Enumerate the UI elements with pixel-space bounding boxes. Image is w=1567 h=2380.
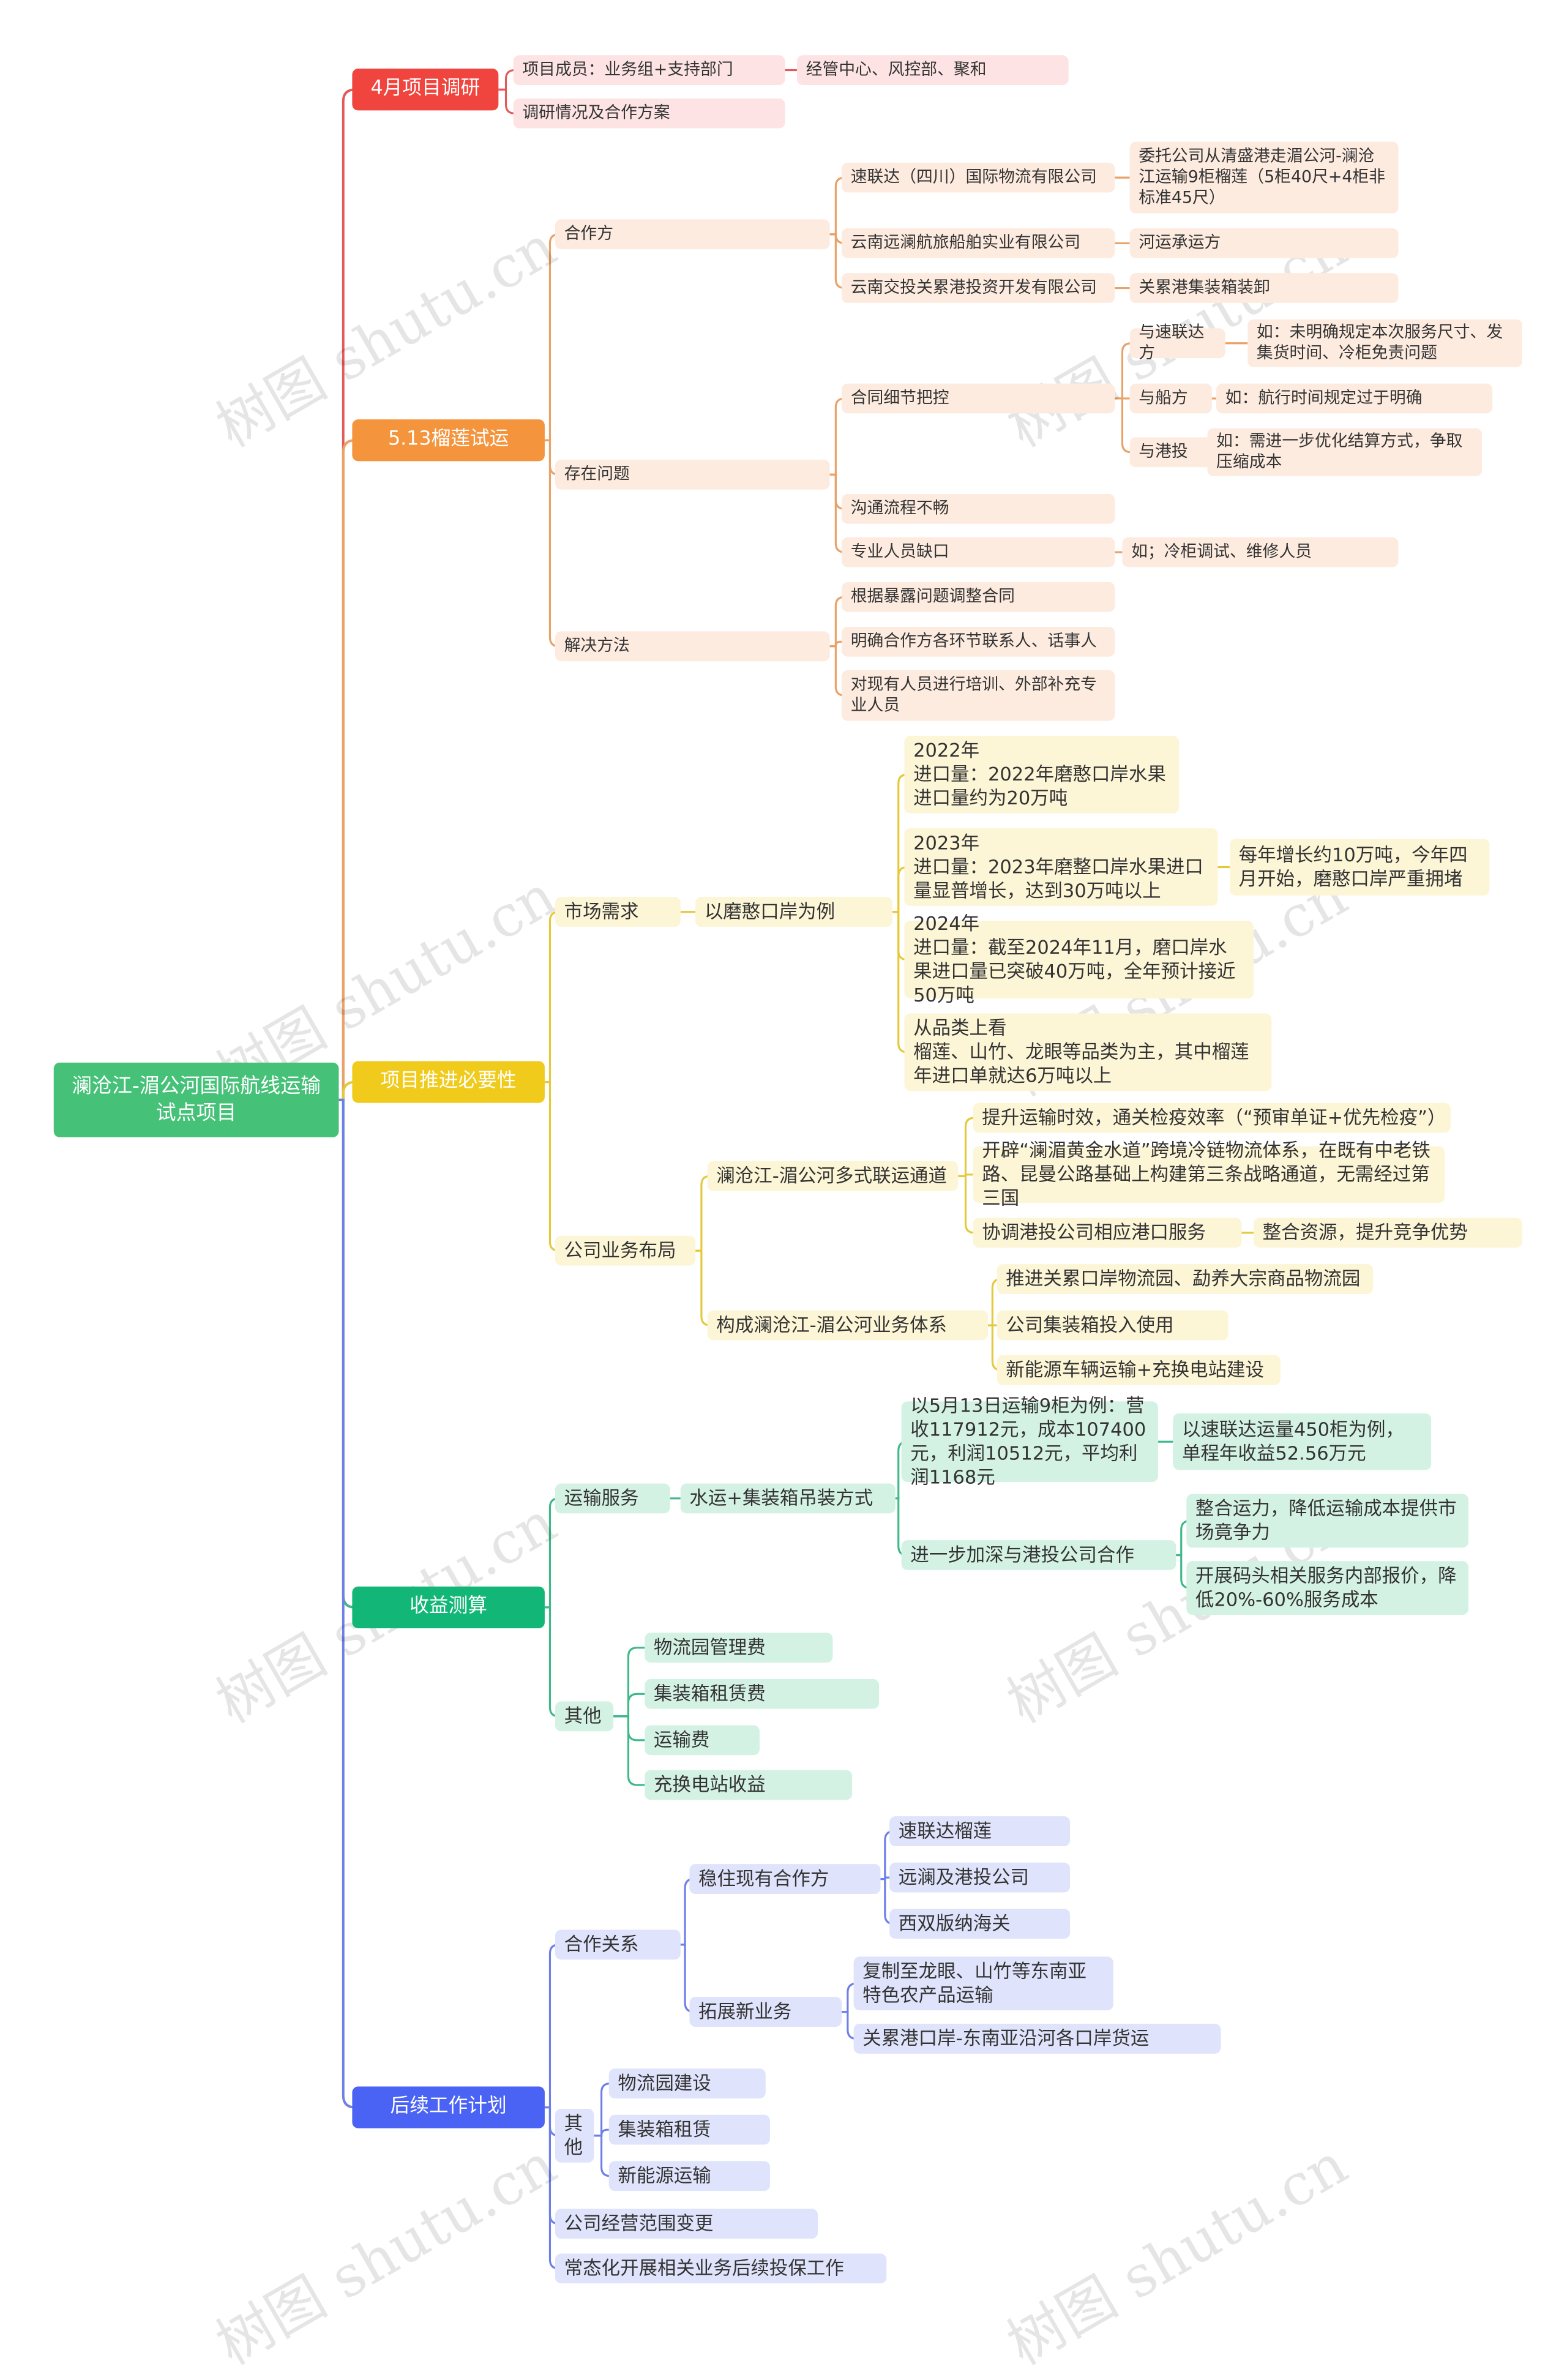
node-b3[interactable]: 解决方法 <box>555 631 830 662</box>
node-b2c1[interactable]: 如；冷柜调试、维修人员 <box>1122 537 1399 567</box>
connector-line <box>338 88 356 1101</box>
connector-line <box>613 1647 645 1718</box>
section-3-topic[interactable]: 项目推进必要性 <box>352 1061 545 1103</box>
node-c2b1[interactable]: 推进关累口岸物流园、勐养大宗商品物流园 <box>997 1264 1374 1294</box>
section-4-topic[interactable]: 收益测算 <box>352 1586 545 1628</box>
connector-line <box>544 911 559 1083</box>
node-e2b[interactable]: 集装箱租赁 <box>608 2114 771 2145</box>
connector-line <box>544 1606 559 1718</box>
node-d2[interactable]: 其他 <box>555 1701 614 1732</box>
node-c1[interactable]: 市场需求 <box>555 897 681 927</box>
connector-line <box>1115 342 1132 400</box>
node-b1[interactable]: 合作方 <box>555 219 830 250</box>
node-b2a2[interactable]: 与船方 <box>1129 383 1212 414</box>
node-d1[interactable]: 运输服务 <box>555 1483 670 1514</box>
node-b3c[interactable]: 对现有人员进行培训、外部补充专业人员 <box>842 670 1115 721</box>
node-a1a[interactable]: 经管中心、风控部、聚和 <box>796 55 1069 85</box>
connector-line <box>594 2135 611 2177</box>
node-d2d[interactable]: 充换电站收益 <box>645 1770 853 1800</box>
node-d2c[interactable]: 运输费 <box>645 1725 760 1756</box>
node-d1a1x[interactable]: 以速联达运量450柜为例，单程年收益52.56万元 <box>1173 1413 1432 1470</box>
connector-line <box>613 1715 645 1786</box>
node-b3a[interactable]: 根据暴露问题调整合同 <box>842 582 1115 612</box>
node-e1b2[interactable]: 关累港口岸-东南亚沿河各口岸货运 <box>853 2024 1221 2054</box>
node-c2b[interactable]: 构成澜沧江-湄公河业务体系 <box>707 1310 989 1341</box>
node-e1a3[interactable]: 西双版纳海关 <box>889 1909 1071 1939</box>
connector-line <box>498 88 515 114</box>
node-c2a2[interactable]: 开辟“澜湄黄金水道”跨境冷链物流体系，在既有中老铁路、昆曼公路基础上构建第三条战… <box>973 1139 1445 1209</box>
node-e1[interactable]: 合作关系 <box>555 1929 681 1960</box>
node-e1a[interactable]: 稳住现有合作方 <box>689 1864 881 1894</box>
node-c2a[interactable]: 澜沧江-湄公河多式联运通道 <box>707 1161 959 1191</box>
node-c1a4[interactable]: 从品类上看 榴莲、山竹、龙眼等品类为主，其中榴莲年进口单就达6万吨以上 <box>904 1013 1272 1091</box>
node-b1b[interactable]: 云南远澜航旅船舶实业有限公司 <box>842 228 1115 258</box>
connector-line <box>544 1081 559 1252</box>
node-d1a2a[interactable]: 整合运力，降低运输成本提供市场竟争力 <box>1186 1494 1469 1548</box>
node-c1a2x[interactable]: 每年增长约10万吨，今年四月开始，磨憨口岸严重拥堵 <box>1229 839 1490 896</box>
node-e1b1[interactable]: 复制至龙眼、山竹等东南亚特色农产品运输 <box>853 1956 1113 2011</box>
node-e1a1[interactable]: 速联达榴莲 <box>889 1816 1071 1846</box>
connector-line <box>544 233 559 441</box>
node-c1a1[interactable]: 2022年 进口量：2022年磨憨口岸水果进口量约为20万吨 <box>904 735 1180 814</box>
node-e4[interactable]: 常态化开展相关业务后续投保工作 <box>555 2253 887 2284</box>
node-d1a[interactable]: 水运+集装箱吊装方式 <box>680 1483 896 1514</box>
node-a2[interactable]: 调研情况及合作方案 <box>513 98 785 129</box>
node-b1c1[interactable]: 关累港集装箱装卸 <box>1129 273 1399 303</box>
connector-line <box>338 1098 356 1609</box>
node-a1[interactable]: 项目成员：业务组+支持部门 <box>513 55 785 85</box>
node-e1b[interactable]: 拓展新业务 <box>689 1997 842 2027</box>
node-d2b[interactable]: 集装箱租赁费 <box>645 1678 880 1709</box>
node-b2a2x[interactable]: 如：航行时间规定过于明确 <box>1216 383 1493 414</box>
root-topic[interactable]: 澜沧江-湄公河国际航线运输试点项目 <box>53 1062 339 1137</box>
node-b2a3[interactable]: 与港投 <box>1129 437 1212 468</box>
node-c2[interactable]: 公司业务布局 <box>555 1235 696 1266</box>
connector-line <box>498 69 515 91</box>
node-e3[interactable]: 公司经营范围变更 <box>555 2209 818 2239</box>
node-b2c[interactable]: 专业人员缺口 <box>842 537 1115 567</box>
node-b2a1[interactable]: 与速联达方 <box>1129 323 1225 362</box>
node-b2a1x[interactable]: 如：未明确规定本次服务尺寸、发集货时间、冷柜免责问题 <box>1247 319 1522 367</box>
section-1-topic[interactable]: 4月项目调研 <box>352 69 499 111</box>
connector-line <box>613 1693 645 1718</box>
node-d1a2b[interactable]: 开展码头相关服务内部报价，降低20%-60%服务成本 <box>1186 1561 1469 1615</box>
connector-line <box>1115 397 1132 454</box>
connector-line <box>338 439 356 1101</box>
connector-line <box>544 1497 559 1609</box>
connector-line <box>958 1175 975 1234</box>
node-b2b[interactable]: 沟通流程不畅 <box>842 494 1115 524</box>
node-c1a2[interactable]: 2023年 进口量：2023年磨整口岸水果进口量显普增长，达到30万吨以上 <box>904 828 1218 906</box>
node-d2a[interactable]: 物流园管理费 <box>645 1633 833 1663</box>
node-c2b2[interactable]: 公司集装箱投入使用 <box>997 1310 1229 1341</box>
section-2-topic[interactable]: 5.13榴莲试运 <box>352 419 545 462</box>
connector-line <box>958 1117 975 1177</box>
node-e2c[interactable]: 新能源运输 <box>608 2161 771 2191</box>
node-b1c[interactable]: 云南交投关累港投资开发有限公司 <box>842 273 1115 303</box>
node-c2a1[interactable]: 提升运输时效，通关检疫效率（“预审单证+优先检疫”） <box>973 1102 1451 1133</box>
node-b2a[interactable]: 合同细节把控 <box>842 383 1115 414</box>
node-d1a2[interactable]: 进一步加深与港投公司合作 <box>901 1540 1176 1570</box>
node-d1a1[interactable]: 以5月13日运输9柜为例：营收117912元，成本107400元，利润10512… <box>901 1394 1158 1488</box>
node-c2a3[interactable]: 协调港投公司相应港口服务 <box>973 1218 1242 1248</box>
node-b1b1[interactable]: 河运承运方 <box>1129 228 1399 258</box>
node-b1a1[interactable]: 委托公司从清盛港走湄公河-澜沧江运输9柜榴莲（5柜40尺+4柜非标准45尺） <box>1129 141 1399 214</box>
connector-line <box>594 2082 611 2137</box>
node-c2a3x[interactable]: 整合资源，提升竞争优势 <box>1254 1218 1522 1248</box>
section-5-topic[interactable]: 后续工作计划 <box>352 2086 545 2128</box>
node-b2a3x[interactable]: 如：需进一步优化结算方式，争取压缩成本 <box>1207 428 1483 476</box>
node-b2[interactable]: 存在问题 <box>555 459 830 490</box>
node-c1a[interactable]: 以磨憨口岸为例 <box>695 897 892 927</box>
node-b3b[interactable]: 明确合作方各环节联系人、话事人 <box>842 627 1115 657</box>
node-c2b3[interactable]: 新能源车辆运输+充换电站建设 <box>997 1355 1281 1385</box>
node-b1a[interactable]: 速联达（四川）国际物流有限公司 <box>842 162 1115 193</box>
node-e1a2[interactable]: 远澜及港投公司 <box>889 1862 1071 1893</box>
node-e2[interactable]: 其他 <box>555 2109 594 2163</box>
node-e2a[interactable]: 物流园建设 <box>608 2068 766 2098</box>
connector-line <box>544 1944 559 2109</box>
node-c1a3[interactable]: 2024年 进口量：截至2024年11月，磨口岸水果进口量已突破40万吨，全年预… <box>904 912 1254 1006</box>
